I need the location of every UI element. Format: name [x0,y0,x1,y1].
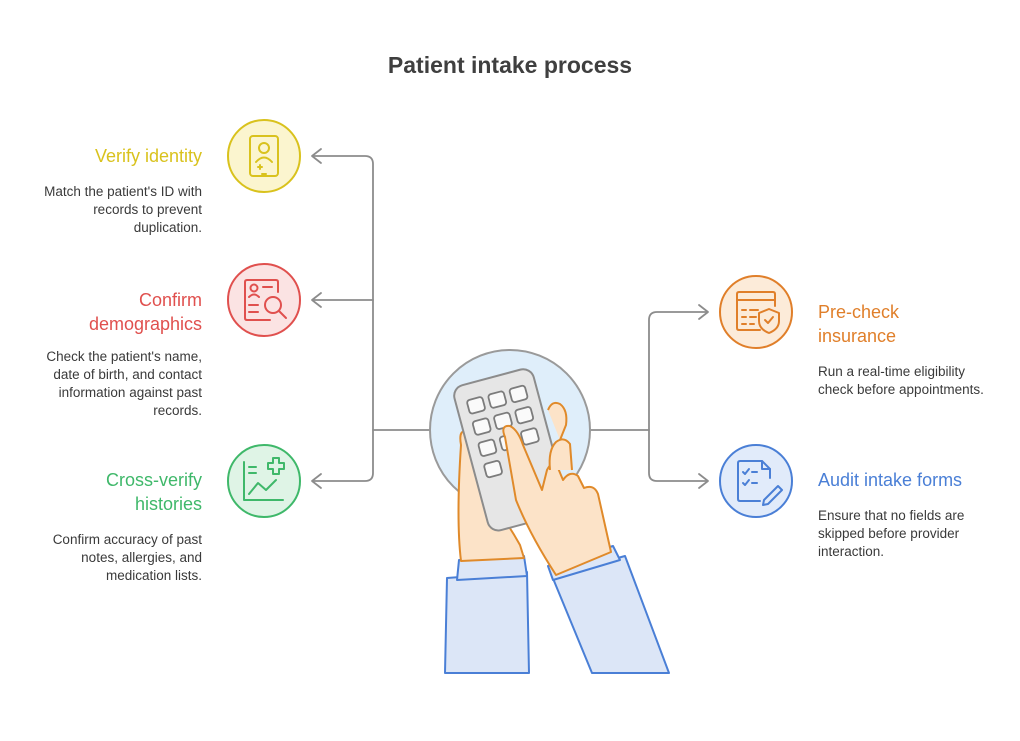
document-search-icon [227,263,301,337]
pre-check-insurance-label: Pre-check insurance [818,302,900,346]
left-connectors [311,148,431,489]
confirm-demographics-label: Confirm demographics [88,290,202,334]
id-badge-icon [227,119,301,193]
cross-verify-histories-label: Cross-verify histories [105,470,202,514]
verify-identity-description: Match the patient's ID with records to p… [44,184,202,235]
insurance-shield-icon [719,275,793,349]
audit-intake-forms-label: Audit intake forms [818,470,963,490]
pre-check-insurance-description: Run a real-time eligibility check before… [818,364,984,397]
page-title: Patient intake process [387,52,633,78]
right-connectors [589,304,709,489]
medical-chart-icon [227,444,301,518]
cross-verify-histories-description: Confirm accuracy of past notes, allergie… [52,532,202,583]
connector-audit-intake-forms [648,429,707,482]
confirm-demographics-description: Check the patient's name, date of birth,… [46,349,202,418]
connector-cross-verify-histories [313,429,374,482]
checklist-edit-icon [719,444,793,518]
verify-identity-label: Verify identity [94,146,202,166]
calculator-hands-icon [429,349,670,674]
connector-pre-check-insurance [589,311,707,431]
connector-verify-identity [313,155,431,431]
audit-intake-forms-description: Ensure that no fields are skipped before… [818,508,965,559]
